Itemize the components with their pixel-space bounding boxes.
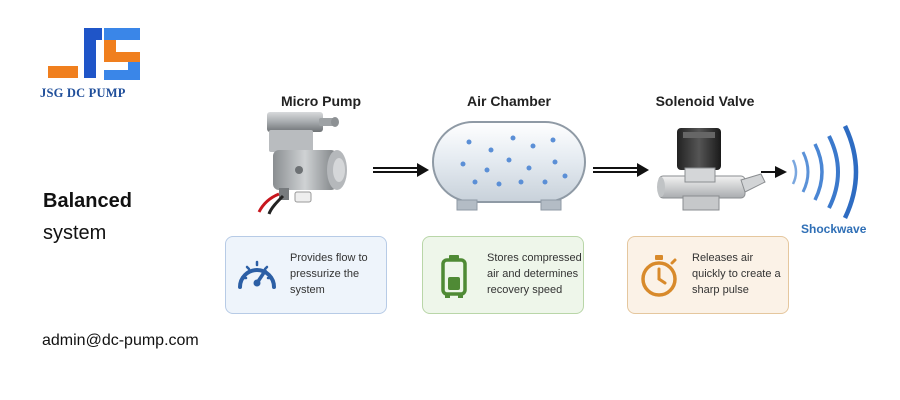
- headline-strong: Balanced: [43, 190, 132, 212]
- stage-title-micro-pump: Micro Pump: [280, 93, 362, 109]
- info-text-solenoid-valve: Releases air quickly to create a sharp p…: [692, 252, 781, 296]
- info-box-air-chamber: Stores compressed air and determines rec…: [422, 236, 584, 314]
- stage-title-air-chamber: Air Chamber: [466, 93, 552, 109]
- brand-name: JSG DC PUMP: [40, 86, 126, 100]
- system-diagram: Micro Pump Air Chamber Solenoid Valve: [205, 82, 900, 332]
- air-chamber-icon: [432, 121, 586, 211]
- solenoid-valve-icon: [657, 128, 766, 211]
- info-box-solenoid-valve: Releases air quickly to create a sharp p…: [627, 236, 789, 314]
- micro-pump-icon: [257, 112, 347, 215]
- info-text-micro-pump: Provides flow to pressurize the system: [290, 252, 368, 296]
- info-text-air-chamber: Stores compressed air and determines rec…: [487, 252, 582, 296]
- flow-arrow-icon: [373, 163, 429, 177]
- flow-arrow-icon: [593, 163, 649, 177]
- stopwatch-icon: [641, 255, 677, 297]
- stage-title-solenoid-valve: Solenoid Valve: [655, 93, 755, 109]
- tank-icon: [441, 255, 467, 298]
- brand-logo: [48, 28, 140, 80]
- shockwave-icon: [791, 125, 859, 219]
- contact-email[interactable]: admin@dc-pump.com: [42, 332, 199, 349]
- headline-light: system: [43, 222, 107, 244]
- shockwave-label: Shockwave: [801, 222, 867, 236]
- output-arrow-icon: [761, 166, 787, 178]
- gauge-icon: [238, 260, 276, 289]
- info-box-micro-pump: Provides flow to pressurize the system: [225, 236, 387, 314]
